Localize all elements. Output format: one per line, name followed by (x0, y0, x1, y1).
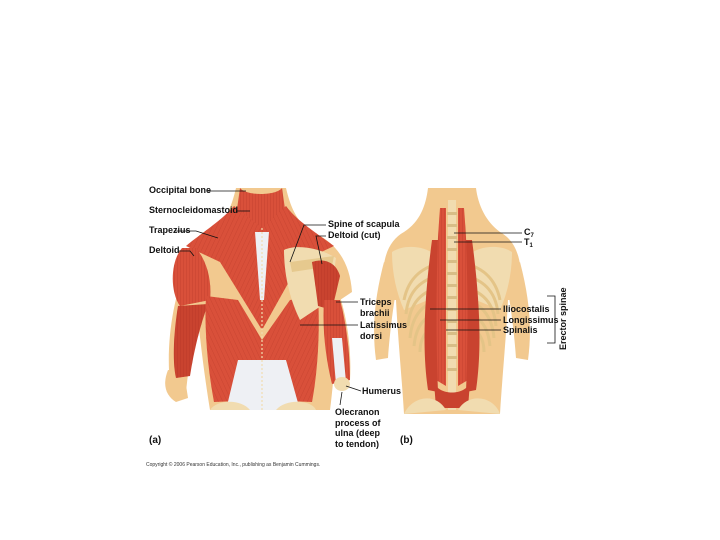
figure-a-torso (165, 188, 352, 410)
label-c7: C7 (524, 227, 534, 242)
label-iliocostalis: Iliocostalis (503, 304, 550, 314)
label-c7-sub: 7 (530, 233, 534, 239)
figure-b-torso (374, 188, 530, 414)
label-olecranon: Olecranon process of ulna (deep to tendo… (335, 407, 381, 449)
label-occipital-bone: Occipital bone (149, 185, 212, 195)
label-spinalis: Spinalis (503, 325, 538, 335)
panel-b-tag: (b) (400, 435, 413, 446)
panel-a-tag: (a) (149, 435, 162, 446)
label-humerus: Humerus (362, 386, 402, 396)
label-sternocleidomastoid: Sternocleidomastoid (149, 205, 239, 215)
label-erector-spinae: Erector spinae (558, 287, 568, 350)
label-t1-sub: 1 (529, 243, 533, 249)
label-t1-letter: T (524, 237, 530, 247)
label-deltoid: Deltoid (149, 245, 180, 255)
label-c7-letter: C (524, 227, 531, 237)
leader-lines (175, 190, 556, 406)
label-trapezius: Trapezius (149, 225, 191, 235)
copyright-notice: Copyright © 2006 Pearson Education, Inc.… (146, 462, 321, 468)
label-longissimus: Longissimus (503, 315, 559, 325)
label-latissimus-dorsi: Latissimus dorsi (360, 320, 408, 341)
label-triceps-brachii: Triceps brachii (360, 297, 392, 318)
label-t1: T1 (524, 237, 533, 252)
label-spine-of-scapula: Spine of scapula (328, 219, 400, 229)
label-deltoid-cut: Deltoid (cut) (328, 230, 381, 240)
